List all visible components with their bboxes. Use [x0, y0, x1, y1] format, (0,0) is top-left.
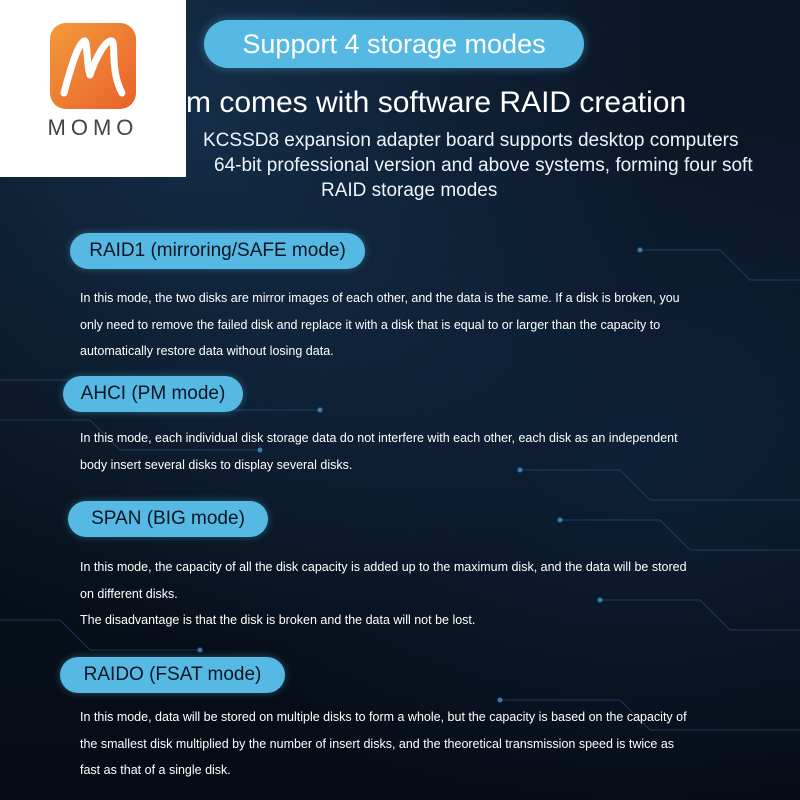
mode-description-ahci: In this mode, each individual disk stora… [80, 425, 760, 478]
description-line: In this mode, the capacity of all the di… [80, 560, 687, 574]
description-line: In this mode, data will be stored on mul… [80, 710, 687, 724]
mode-description-span: In this mode, the capacity of all the di… [80, 554, 760, 634]
description-line: In this mode, each individual disk stora… [80, 431, 678, 445]
mode-label-ahci: AHCI (PM mode) [63, 376, 243, 412]
mode-label-span: SPAN (BIG mode) [68, 501, 268, 537]
mode-label-raid0: RAIDO (FSAT mode) [60, 657, 285, 693]
intro-line: RAID storage modes [321, 180, 498, 201]
logo-m-icon [50, 23, 136, 109]
description-line: body insert several disks to display sev… [80, 457, 353, 472]
mode-label-raid1: RAID1 (mirroring/SAFE mode) [70, 233, 365, 269]
intro-line: KCSSD8 expansion adapter board supports … [203, 130, 739, 151]
description-line: on different disks. [80, 586, 178, 601]
logo-text: MOMO [47, 115, 139, 140]
description-line: the smallest disk multiplied by the numb… [80, 736, 675, 751]
page-headline: m comes with software RAID creation [186, 86, 687, 119]
description-line: automatically restore data without losin… [80, 344, 334, 358]
description-line: fast as that of a single disk. [80, 763, 231, 777]
brand-logo: MOMO [0, 0, 186, 177]
mode-description-raid1: In this mode, the two disks are mirror i… [80, 285, 760, 365]
storage-modes-banner: Support 4 storage modes [204, 20, 584, 68]
description-line: The disadvantage is that the disk is bro… [80, 613, 476, 627]
description-line: only need to remove the failed disk and … [80, 317, 661, 332]
description-line: In this mode, the two disks are mirror i… [80, 291, 680, 305]
intro-line: 64-bit professional version and above sy… [214, 155, 753, 176]
mode-description-raid0: In this mode, data will be stored on mul… [80, 704, 760, 784]
